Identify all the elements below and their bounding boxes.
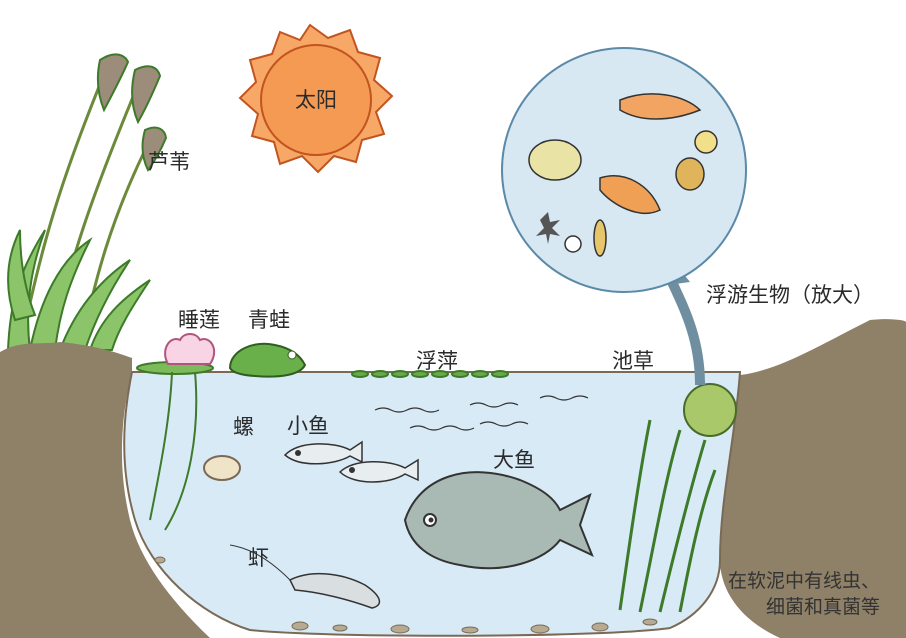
- reed-plants: [8, 54, 166, 350]
- mud-line-1: 在软泥中有线虫、: [728, 570, 880, 592]
- water-lily-label: 睡莲: [178, 310, 220, 331]
- mud-organisms-label: 在软泥中有线虫、 细菌和真菌等: [728, 569, 880, 620]
- snail: [204, 456, 240, 480]
- frog: [230, 344, 305, 377]
- pond-grass-sample-circle: [684, 384, 736, 436]
- pond-grass-label: 池草: [612, 351, 654, 372]
- mud-line-2: 细菌和真菌等: [766, 596, 880, 618]
- duckweed-label: 浮萍: [416, 351, 458, 372]
- shrimp-label: 虾: [248, 548, 269, 569]
- sun-label: 太阳: [295, 90, 337, 111]
- small-fish-label: 小鱼: [287, 416, 329, 437]
- snail-label: 螺: [233, 417, 254, 438]
- big-fish-label: 大鱼: [493, 450, 535, 471]
- magnify-arrow: [672, 282, 700, 385]
- reed-label: 芦苇: [148, 152, 190, 173]
- plankton-magnified: [502, 48, 746, 292]
- frog-label: 青蛙: [248, 310, 290, 331]
- plankton-label: 浮游生物（放大）: [706, 285, 874, 306]
